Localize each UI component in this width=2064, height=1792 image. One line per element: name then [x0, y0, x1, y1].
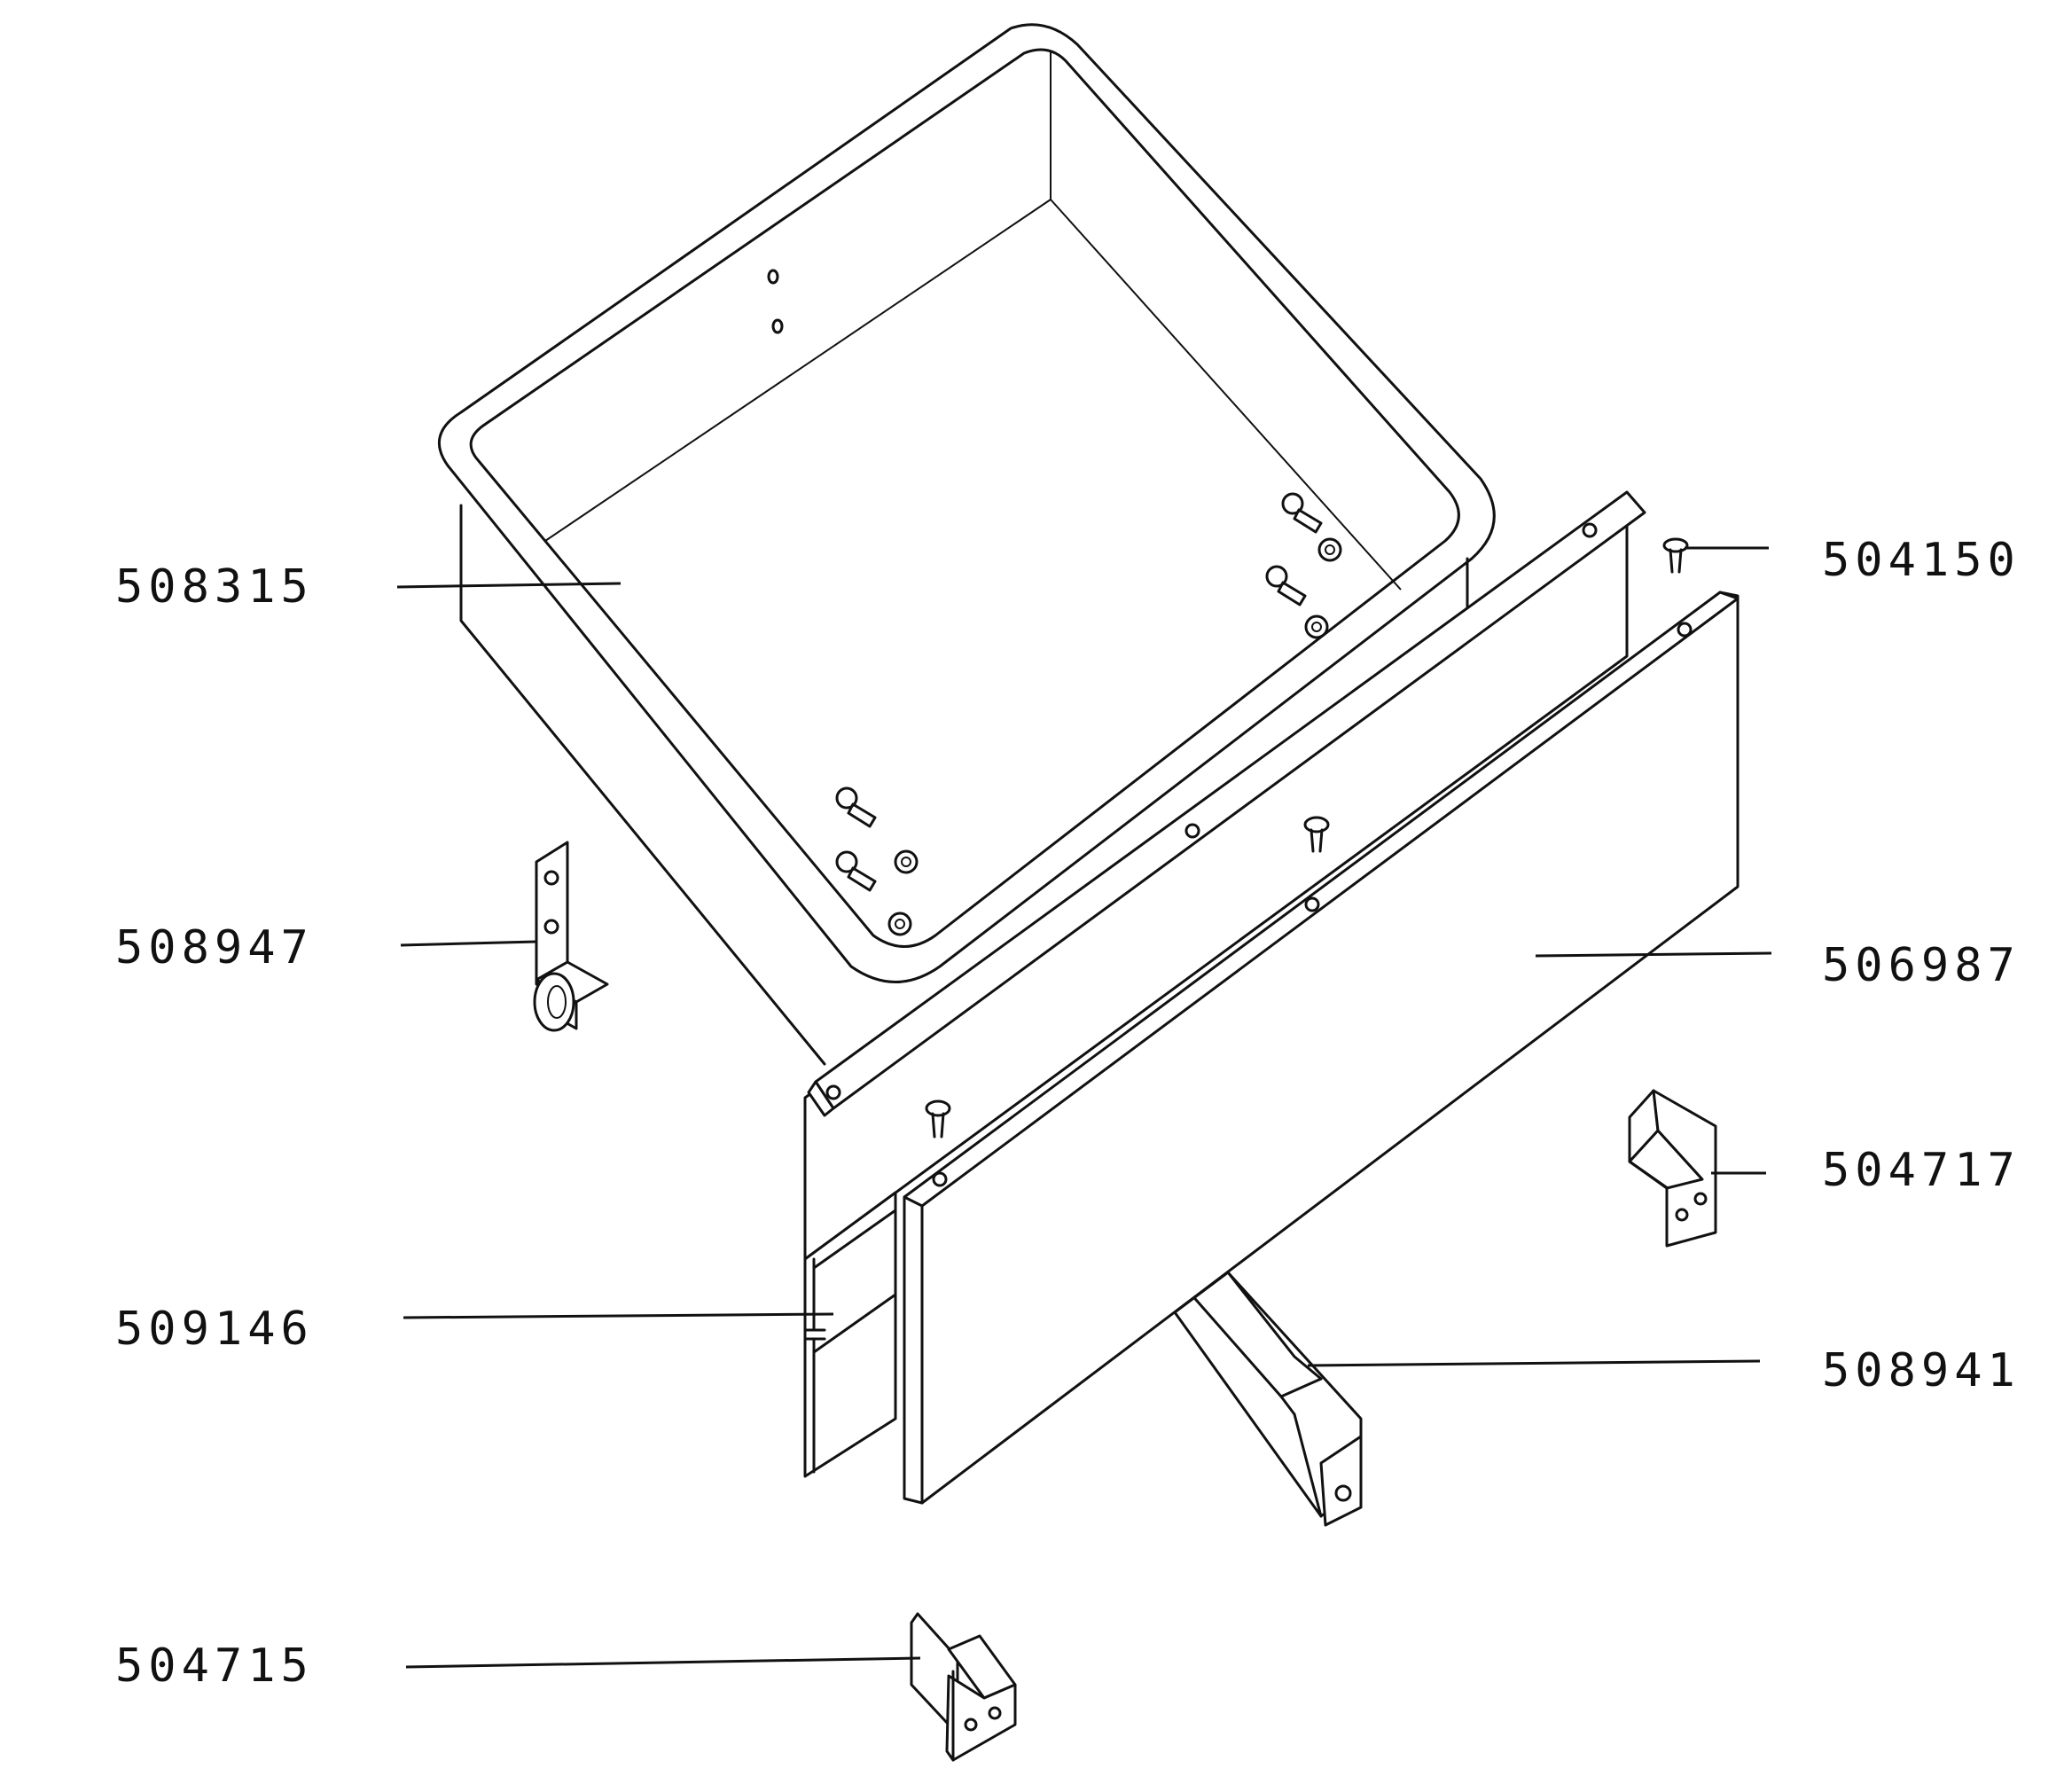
screw-icon	[835, 786, 877, 828]
label-506987: 506987	[1822, 939, 2021, 992]
left-bracket-part	[910, 1612, 1017, 1762]
right-bracket-part	[1628, 1089, 1717, 1248]
clip-icon	[1662, 537, 1689, 574]
front-panel-part	[903, 591, 1740, 1505]
screw-icon	[1265, 565, 1307, 606]
runner-part	[1173, 1271, 1363, 1527]
tub-part	[438, 23, 1496, 1066]
label-508941: 508941	[1822, 1344, 2021, 1397]
label-504150: 504150	[1822, 534, 2021, 587]
screw-icon	[1281, 492, 1323, 534]
label-508315: 508315	[115, 560, 314, 614]
top-rail-part	[807, 490, 1646, 1117]
label-508947: 508947	[115, 921, 314, 974]
label-504715: 504715	[115, 1639, 314, 1693]
screw-icon	[835, 850, 877, 892]
clip-icon	[1303, 816, 1330, 853]
label-504717: 504717	[1822, 1144, 2021, 1197]
clip-icon	[925, 1099, 951, 1139]
label-509146: 509146	[115, 1303, 314, 1356]
leader-lines	[396, 546, 1772, 1669]
caster-part	[533, 841, 609, 1032]
